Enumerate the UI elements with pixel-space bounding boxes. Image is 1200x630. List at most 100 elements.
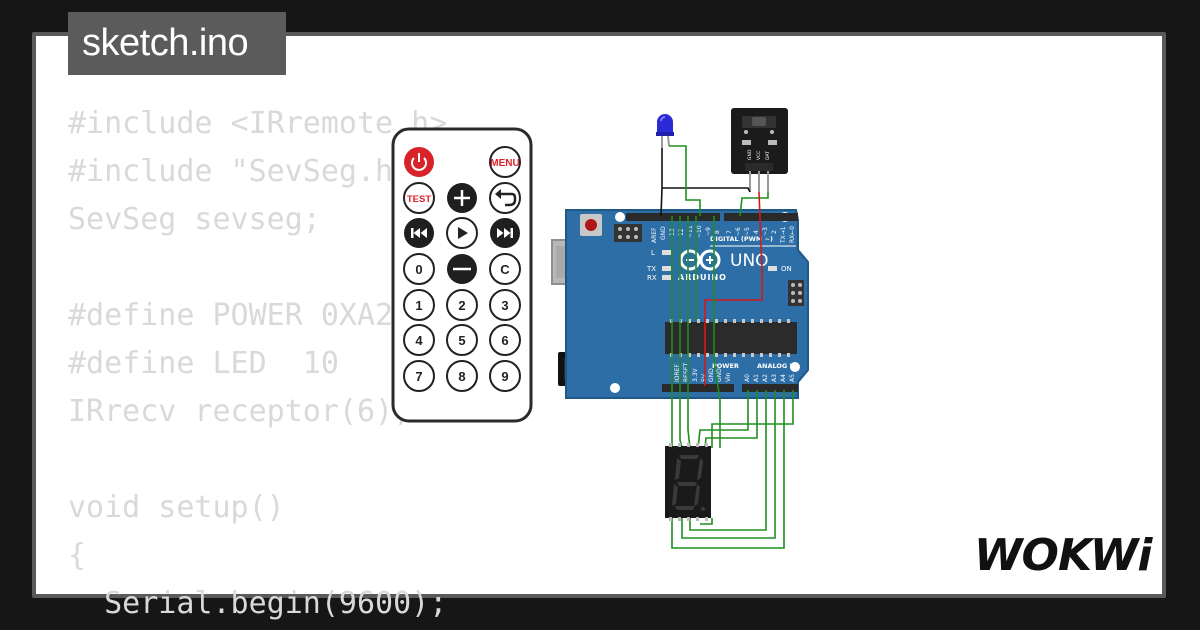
remote-test-button[interactable]: TEST (403, 182, 435, 214)
wire-black (660, 148, 663, 217)
remote-digit-label: 9 (501, 369, 508, 384)
skip-forward-icon (497, 228, 513, 238)
mount-hole (615, 212, 625, 222)
pin-label-aref: AREF (651, 227, 658, 243)
remote-digit-button[interactable]: 9 (489, 360, 521, 392)
pin-label-2: 2 (771, 230, 778, 234)
pin-label-8: 8 (714, 230, 721, 234)
ir-receiver-header (745, 163, 773, 171)
remote-zero-button[interactable]: 0 (403, 253, 435, 285)
digital-header-2 (724, 213, 798, 221)
remote-prev-button[interactable] (404, 218, 434, 248)
pin-label-1: TX→1 (780, 226, 787, 244)
code-line: Serial.begin(9600); (68, 586, 448, 621)
ir-receiver-lens (752, 117, 766, 126)
remote-digit-label: 8 (458, 369, 465, 384)
skip-back-icon (411, 228, 427, 238)
pin-label-gnd-1: GND (708, 368, 715, 382)
pin-label-12: 12 (678, 228, 685, 236)
power-header (662, 384, 734, 392)
pin-label-9: ~9 (705, 227, 712, 236)
ir-pin-label-gnd: GND (747, 149, 753, 160)
analog-header (742, 384, 798, 392)
code-background: #include <IRremote.h> #include "SevSeg.h… (68, 100, 1128, 621)
code-line: IRrecv receptor(6); (68, 394, 412, 429)
remote-digit-button[interactable]: 5 (446, 324, 478, 356)
remote-play-button[interactable] (446, 217, 478, 249)
icsp-header-right (788, 280, 804, 306)
pin-label-a4: A4 (780, 374, 787, 382)
power-icon (411, 157, 427, 171)
code-line: SevSeg sevseg; (68, 202, 321, 237)
code-line: void setup() (68, 490, 285, 525)
remote-minus-button[interactable] (447, 254, 477, 284)
ir-pin-label-dat: DAT (765, 151, 771, 160)
remote-digit-button[interactable]: 4 (403, 324, 435, 356)
ir-smd (768, 140, 777, 145)
wire-green (679, 216, 683, 449)
remote-next-button[interactable] (490, 218, 520, 248)
arduino-uno-board[interactable]: AREF GND 13 12 ~11 ~10 ~9 8 7 ~6 ~5 4 ~3… (551, 209, 809, 399)
plus-icon (454, 190, 470, 206)
pin-label-11: ~11 (687, 225, 694, 238)
pin-label-a5: A5 (789, 374, 796, 382)
remote-menu-button[interactable]: MENU (489, 146, 521, 178)
pin-label-7: 7 (726, 230, 733, 234)
remote-back-button[interactable] (489, 182, 521, 214)
reset-button-cap[interactable] (585, 219, 597, 231)
seven-segment-display[interactable] (665, 443, 711, 521)
remote-digit-label: 2 (458, 298, 465, 313)
remote-digit-button[interactable]: 7 (403, 360, 435, 392)
pin-label-reset: RESET (683, 362, 690, 382)
remote-digit-label: 6 (501, 333, 508, 348)
remote-digit-button[interactable]: 1 (403, 289, 435, 321)
led-shine (660, 116, 666, 122)
remote-power-button[interactable] (404, 147, 434, 177)
remote-plus-button[interactable] (447, 183, 477, 213)
pin-label-5: ~5 (744, 227, 751, 236)
wire-green (689, 390, 767, 531)
wokwi-logo-text: WOKWi (974, 530, 1153, 581)
label-rx: RX (647, 274, 657, 282)
wokwi-logo: WOKWi (974, 530, 1154, 581)
led-rim (656, 132, 674, 136)
ir-remote[interactable]: MENU TEST (391, 127, 533, 423)
wire-green (711, 390, 794, 448)
remote-digit-button[interactable]: 6 (489, 324, 521, 356)
file-tab-label: sketch.ino (82, 22, 249, 64)
power-label: POWER (712, 362, 739, 370)
remote-digit-button[interactable]: 2 (446, 289, 478, 321)
ir-screw (744, 130, 748, 134)
digital-header (626, 213, 720, 221)
pin-label-ioref: IOREF (674, 364, 681, 382)
wire-green (697, 390, 749, 449)
code-line: { (68, 538, 87, 573)
remote-digit-button[interactable]: 3 (489, 289, 521, 321)
pin-label-a1: A1 (753, 374, 760, 382)
ir-receiver[interactable]: GND VCC DAT (731, 108, 788, 192)
pin-label-vin: Vin (725, 372, 732, 382)
pin-label-10: ~10 (696, 225, 703, 238)
file-tab[interactable]: sketch.ino (68, 12, 286, 75)
pin-label-6: ~6 (735, 227, 742, 236)
led-on (768, 266, 777, 271)
label-on: ON (781, 265, 792, 273)
wire-green (671, 390, 785, 549)
wire-green (687, 216, 691, 449)
led-tx (662, 266, 671, 271)
remote-digit-button[interactable]: 8 (446, 360, 478, 392)
code-line: #define POWER 0XA2 (68, 298, 394, 333)
chip-pins (670, 319, 790, 357)
remote-c-button[interactable]: C (489, 253, 521, 285)
code-line: #include "SevSeg.h" (68, 154, 412, 189)
pin-label-3v3: 3.3V (692, 367, 699, 382)
remote-digit-label: 3 (501, 298, 508, 313)
remote-menu-label: MENU (490, 158, 519, 169)
pin-label-a3: A3 (771, 374, 778, 382)
remote-digit-label: 5 (458, 333, 465, 348)
mount-hole (610, 383, 620, 393)
play-icon (458, 227, 468, 239)
blue-led[interactable] (656, 114, 674, 148)
led-rx (662, 275, 671, 280)
